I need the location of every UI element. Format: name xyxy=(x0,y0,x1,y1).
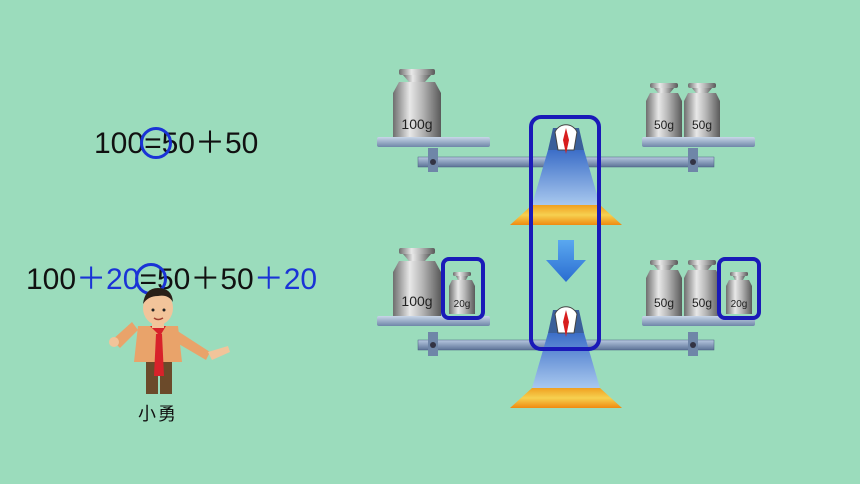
weight-label: 100g xyxy=(401,293,432,309)
eq-bottom-right: 50＋50 xyxy=(156,263,254,296)
eq-top-left: 100 xyxy=(94,127,145,160)
bottom-balance-scale xyxy=(377,306,755,408)
character-name-label: 小勇 xyxy=(138,404,178,425)
weight-label: 50g xyxy=(692,118,712,132)
equation-top: 100=50＋50 xyxy=(94,118,258,162)
weight-50g-top-1 xyxy=(646,83,682,137)
left-20g-highlight-box xyxy=(441,257,485,320)
eq-top-right: 50＋50 xyxy=(161,127,259,160)
weight-100g-top xyxy=(393,69,441,137)
weight-20g-bottom-right xyxy=(726,272,752,314)
boy-illustration xyxy=(109,288,230,394)
eq-bottom-plus-left: ＋20 xyxy=(76,263,140,296)
down-arrow-icon xyxy=(546,240,586,282)
weight-50g-bottom-2 xyxy=(684,260,720,316)
weight-label: 50g xyxy=(654,296,674,310)
weight-label: 20g xyxy=(454,299,471,310)
weight-50g-bottom-1 xyxy=(646,260,682,316)
weight-50g-top-2 xyxy=(684,83,720,137)
weight-20g-bottom-left xyxy=(449,272,475,314)
weight-label: 50g xyxy=(692,296,712,310)
eq-top-equals-circled: = xyxy=(140,127,172,160)
equation-bottom: 100＋20=50＋50＋20 xyxy=(26,254,317,298)
weight-100g-bottom xyxy=(393,248,441,316)
weight-label: 20g xyxy=(731,299,748,310)
top-balance-scale xyxy=(377,124,755,225)
right-20g-highlight-box xyxy=(717,257,761,320)
eq-bottom-plus-right: ＋20 xyxy=(253,263,318,296)
center-highlight-box xyxy=(529,115,601,351)
eq-bottom-left: 100 xyxy=(26,263,77,296)
weight-label: 100g xyxy=(401,116,432,132)
weight-label: 50g xyxy=(654,118,674,132)
